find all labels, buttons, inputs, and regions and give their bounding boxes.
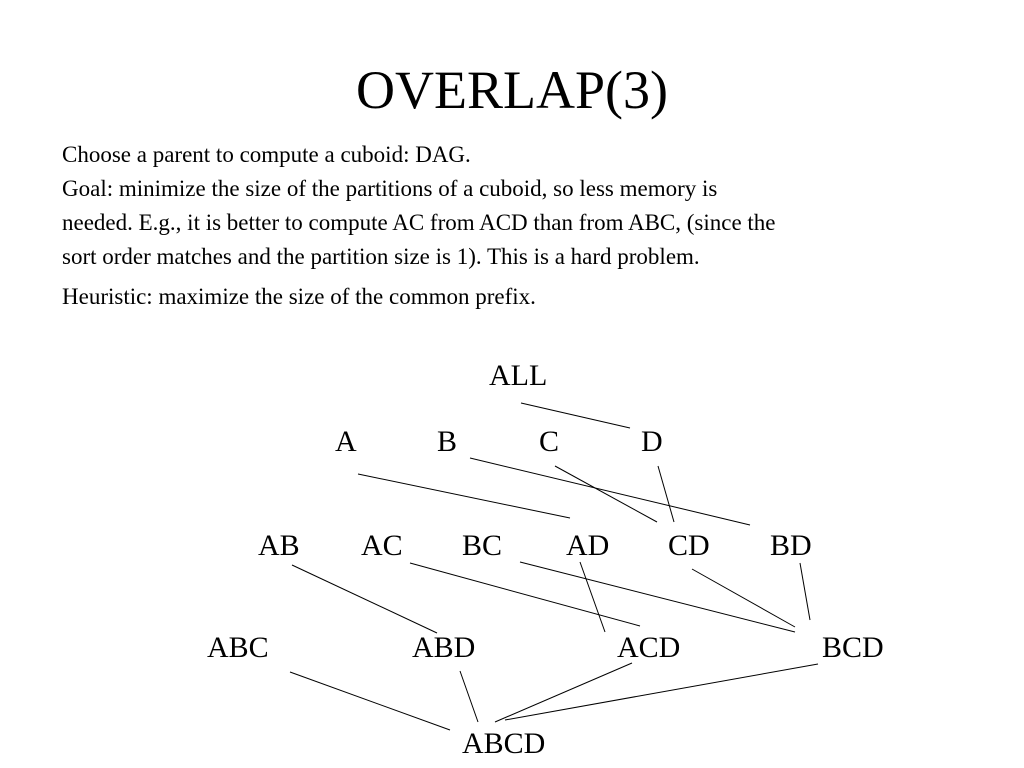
edge-bcd-abcd [504,663,819,721]
node-bc: BC [462,529,502,562]
node-ac: AC [361,529,403,562]
node-c: C [539,425,559,458]
edge-cd-bcd [691,568,796,628]
edge-abc-abcd [289,671,451,731]
node-all: ALL [489,359,547,392]
slide-title: OVERLAP(3) [356,60,668,120]
edge-all-d [520,402,631,429]
node-bd: BD [770,529,812,562]
node-abd: ABD [412,631,475,664]
node-d: D [641,425,663,458]
text-line-goal: Goal: minimize the size of the partition… [62,176,718,201]
node-ad: AD [566,529,609,562]
node-ab: AB [258,529,300,562]
node-acd: ACD [617,631,680,664]
text-line-dag: Choose a parent to compute a cuboid: DAG… [62,142,471,167]
text-line-heuristic: Heuristic: maximize the size of the comm… [62,284,536,309]
edge-ab-abd [291,564,438,634]
node-b: B [437,425,457,458]
edge-ac-acd [409,562,641,627]
edge-bd-bcd [799,562,811,621]
node-cd: CD [668,529,710,562]
edge-d-cd [657,465,675,523]
text-line-hard-problem: sort order matches and the partition siz… [62,244,700,269]
edge-ad-acd [579,561,606,633]
edge-a-ad [357,473,571,519]
edge-acd-abcd [494,662,633,723]
edge-bc-bcd [519,561,796,633]
text-line-example: needed. E.g., it is better to compute AC… [62,210,776,235]
node-a: A [335,425,357,458]
edge-b-bd [469,457,751,526]
node-abcd: ABCD [462,727,545,760]
dag-edges [289,402,819,731]
edge-c-cd [554,465,658,523]
node-bcd: BCD [822,631,884,664]
node-abc: ABC [207,631,269,664]
edge-abd-abcd [459,670,479,723]
body-text: Choose a parent to compute a cuboid: DAG… [62,138,962,314]
